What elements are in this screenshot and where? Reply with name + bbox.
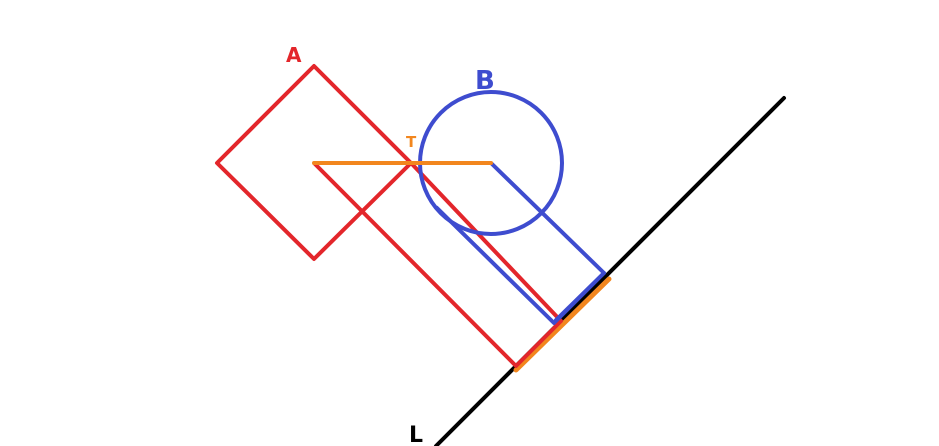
projection-segment	[513, 276, 612, 373]
label-b: B	[475, 66, 495, 96]
line-l	[434, 96, 786, 446]
label-a: A	[286, 43, 302, 67]
shape-b-projection	[554, 271, 606, 322]
shape-a-square	[215, 64, 413, 261]
label-l: L	[409, 423, 423, 446]
label-t: T	[406, 133, 417, 151]
shape-a-sweep	[312, 161, 563, 368]
